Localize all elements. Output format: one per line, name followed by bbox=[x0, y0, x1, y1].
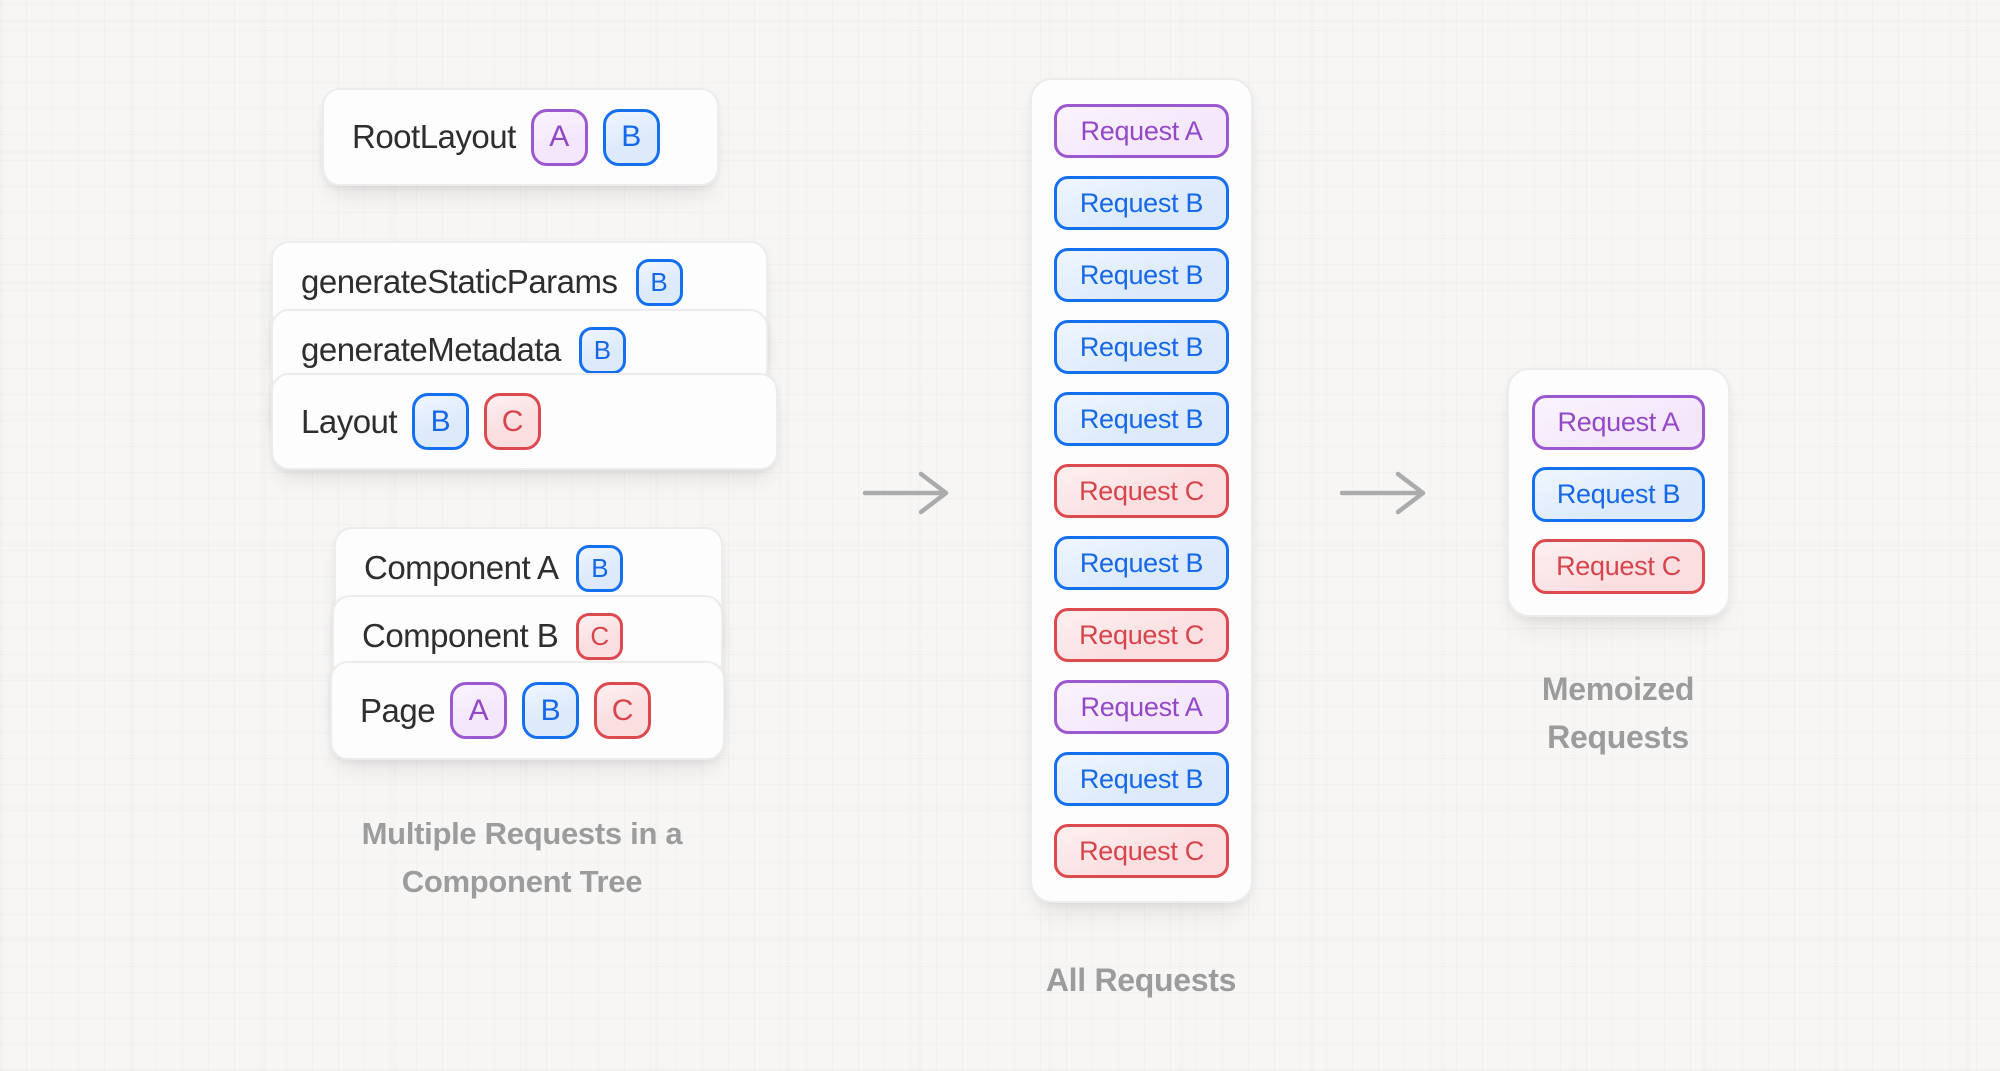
request-pill-b: Request B bbox=[1054, 752, 1229, 806]
right-arrow-icon bbox=[862, 471, 949, 515]
request-pill-b: Request B bbox=[1054, 392, 1229, 446]
badge-c: C bbox=[484, 393, 542, 450]
badge-b: B bbox=[635, 258, 683, 306]
card-row: generateMetadata B bbox=[301, 324, 626, 376]
badge-b: B bbox=[576, 544, 624, 592]
all-requests-caption: All Requests bbox=[1045, 962, 1237, 998]
label-page: Page bbox=[360, 691, 436, 729]
right-arrow-icon bbox=[1339, 471, 1426, 515]
card-row: Component A B bbox=[364, 542, 624, 594]
label-layout: Layout bbox=[301, 402, 398, 440]
badge-a: A bbox=[450, 682, 508, 739]
badge-c: C bbox=[576, 612, 624, 660]
request-pill-a: Request A bbox=[1054, 104, 1229, 158]
label-component-a: Component A bbox=[364, 549, 559, 586]
memoized-requests-caption: Memoized Requests bbox=[1493, 665, 1743, 761]
request-pill-b: Request B bbox=[1054, 320, 1229, 374]
request-pill-c: Request C bbox=[1054, 464, 1229, 518]
label-generatemetadata: generateMetadata bbox=[301, 331, 561, 368]
label-rootlayout: RootLayout bbox=[352, 118, 516, 155]
caption-line: Component Tree bbox=[401, 864, 643, 899]
request-pill-b: Request B bbox=[1054, 536, 1229, 590]
request-pill-a: Request A bbox=[1054, 680, 1229, 734]
request-pill-b: Request B bbox=[1054, 248, 1229, 302]
caption-line: Requests bbox=[1547, 719, 1689, 755]
badge-b: B bbox=[602, 108, 660, 166]
request-pill-b: Request B bbox=[1532, 467, 1705, 522]
caption-line: Multiple Requests in a bbox=[361, 816, 683, 851]
request-pill-c: Request C bbox=[1054, 824, 1229, 878]
label-generatestaticparams: generateStaticParams bbox=[301, 263, 618, 300]
component-tree-caption: Multiple Requests in a Component Tree bbox=[302, 810, 742, 906]
card-row: Component B C bbox=[362, 610, 624, 662]
caption-line: Memoized bbox=[1541, 671, 1695, 707]
badge-a: A bbox=[530, 108, 588, 166]
badge-b: B bbox=[412, 393, 470, 450]
request-pill-a: Request A bbox=[1532, 395, 1705, 450]
badge-b: B bbox=[578, 326, 626, 374]
request-pill-b: Request B bbox=[1054, 176, 1229, 230]
request-pill-c: Request C bbox=[1054, 608, 1229, 662]
all-requests-panel: Request A Request B Request B Request B Requ… bbox=[1030, 78, 1253, 903]
badge-c: C bbox=[594, 682, 652, 739]
badge-b: B bbox=[522, 682, 580, 739]
request-pill-c: Request C bbox=[1532, 539, 1705, 594]
label-component-b: Component B bbox=[362, 617, 559, 654]
card-row: generateStaticParams B bbox=[301, 256, 683, 308]
memoized-requests-panel: Request A Request B Request C bbox=[1507, 368, 1730, 617]
